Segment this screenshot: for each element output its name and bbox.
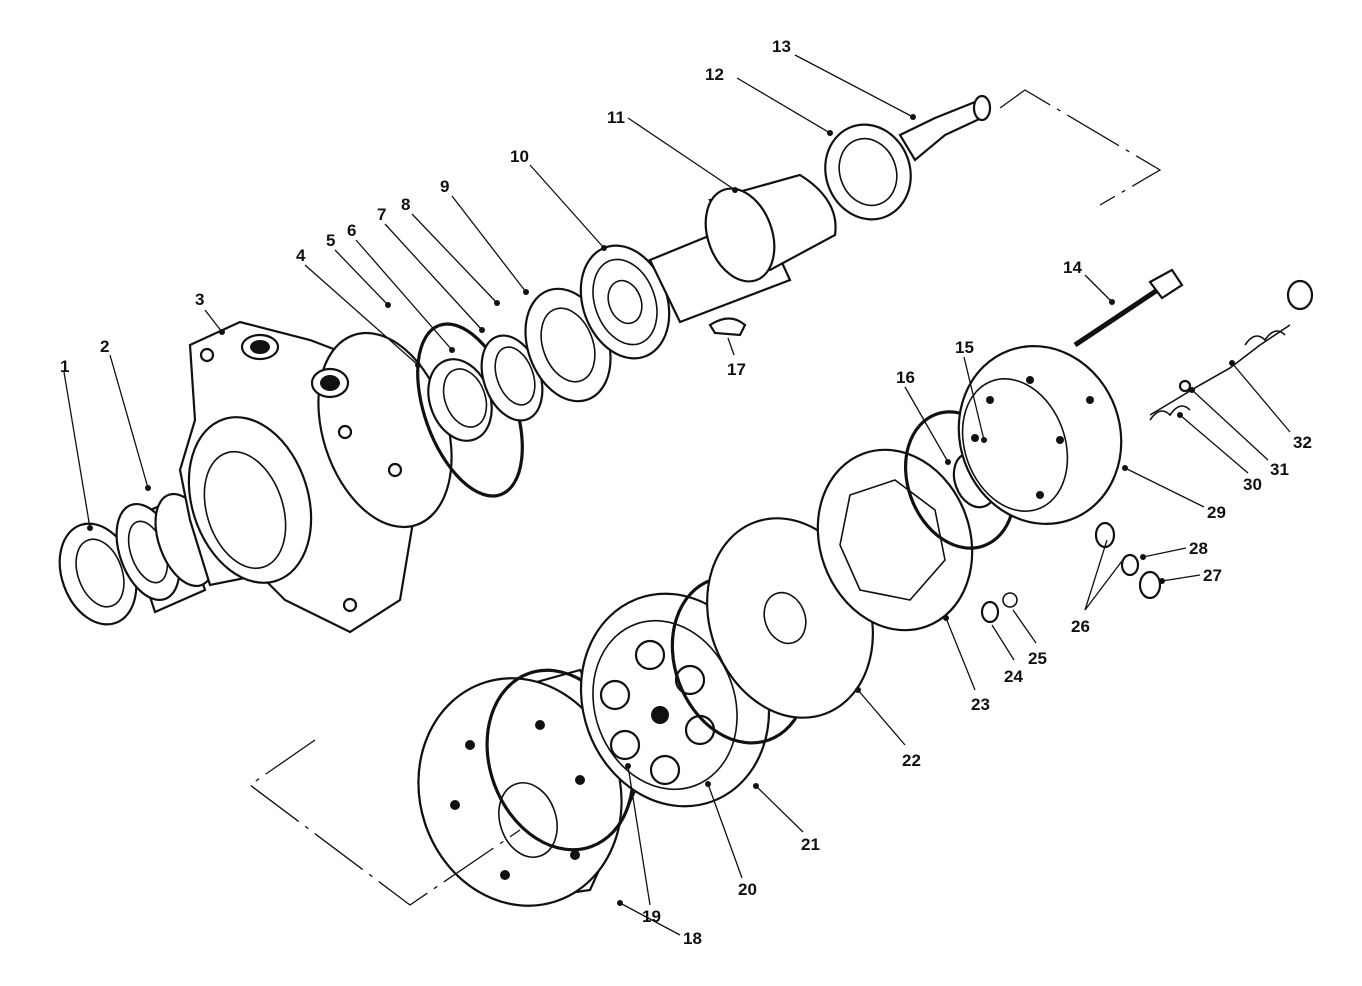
callout-13: 13: [772, 37, 916, 120]
svg-text:5: 5: [326, 231, 335, 250]
callout-3: 3: [195, 290, 225, 335]
svg-text:1: 1: [60, 357, 69, 376]
svg-text:26: 26: [1071, 617, 1090, 636]
parts-30-32-valve: [1149, 279, 1314, 421]
callouts: 1 2 3 4 5 6 7 8 9 10 11 12 13 14 15 16 1…: [60, 37, 1312, 948]
callout-18: 18: [617, 900, 702, 948]
callout-25: 25: [1012, 609, 1047, 668]
svg-text:13: 13: [772, 37, 791, 56]
callout-24: 24: [991, 624, 1023, 686]
svg-text:19: 19: [642, 907, 661, 926]
part-2-bearing: [115, 492, 216, 614]
svg-text:12: 12: [705, 65, 724, 84]
part-17-key: [708, 317, 747, 337]
callout-9: 9: [440, 177, 529, 295]
svg-text:9: 9: [440, 177, 449, 196]
svg-text:6: 6: [347, 221, 356, 240]
centerline-lower: [248, 739, 521, 906]
svg-text:16: 16: [896, 368, 915, 387]
svg-text:7: 7: [377, 205, 386, 224]
callout-31: 31: [1189, 387, 1289, 479]
svg-text:22: 22: [902, 751, 921, 770]
callout-15: 15: [955, 338, 987, 443]
svg-text:30: 30: [1243, 475, 1262, 494]
svg-text:14: 14: [1063, 258, 1082, 277]
part-13-drive: [898, 94, 992, 162]
svg-text:20: 20: [738, 880, 757, 899]
part-23-rotor: [816, 448, 974, 632]
svg-text:28: 28: [1189, 539, 1208, 558]
svg-text:15: 15: [955, 338, 974, 357]
part-14-bolt: [1073, 268, 1184, 348]
callout-28: 28: [1140, 539, 1208, 560]
callout-29: 29: [1122, 465, 1226, 522]
callout-20: 20: [705, 781, 757, 899]
svg-text:3: 3: [195, 290, 204, 309]
part-11-shaft: [648, 173, 837, 324]
callout-6: 6: [347, 221, 455, 353]
callout-4: 4: [296, 246, 421, 368]
svg-text:31: 31: [1270, 460, 1289, 479]
callout-23: 23: [943, 615, 990, 714]
lower-assembly: [248, 268, 1314, 907]
svg-text:27: 27: [1203, 566, 1222, 585]
part-12-plate: [824, 123, 912, 221]
callout-8: 8: [401, 195, 500, 306]
parts-4-8-seals: [416, 322, 544, 498]
part-3-housing: [178, 320, 453, 634]
svg-text:23: 23: [971, 695, 990, 714]
callout-32: 32: [1229, 360, 1312, 452]
callout-27: 27: [1159, 566, 1222, 585]
callout-17: 17: [727, 337, 746, 379]
svg-text:17: 17: [727, 360, 746, 379]
callout-14: 14: [1063, 258, 1115, 305]
callout-5: 5: [326, 231, 391, 308]
callout-21: 21: [753, 783, 820, 854]
centerline-upper: [999, 89, 1162, 206]
callout-30: 30: [1177, 412, 1262, 494]
svg-text:21: 21: [801, 835, 820, 854]
callout-10: 10: [510, 147, 607, 251]
svg-text:24: 24: [1004, 667, 1023, 686]
svg-text:25: 25: [1028, 649, 1047, 668]
callout-16: 16: [896, 368, 951, 465]
parts-24-28-small: [980, 521, 1162, 624]
callout-22: 22: [855, 687, 921, 770]
svg-text:32: 32: [1293, 433, 1312, 452]
svg-text:11: 11: [607, 108, 625, 127]
callout-7: 7: [377, 205, 485, 333]
part-29-cover: [957, 345, 1123, 525]
callout-12: 12: [705, 65, 833, 136]
svg-text:8: 8: [401, 195, 410, 214]
svg-text:2: 2: [100, 337, 109, 356]
svg-text:10: 10: [510, 147, 529, 166]
callout-1: 1: [60, 357, 93, 531]
callout-11: 11: [607, 108, 738, 193]
callout-19: 19: [625, 763, 661, 926]
svg-text:29: 29: [1207, 503, 1226, 522]
upper-assembly: [58, 89, 1162, 634]
callout-26: 26: [1071, 539, 1126, 636]
svg-text:4: 4: [296, 246, 306, 265]
svg-text:18: 18: [683, 929, 702, 948]
callout-2: 2: [100, 337, 151, 491]
